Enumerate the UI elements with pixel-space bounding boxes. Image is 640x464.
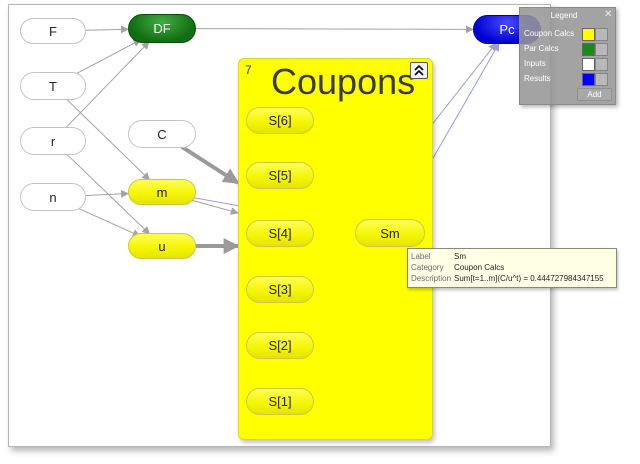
close-icon[interactable]: ✕ [604,9,613,20]
tooltip-value: Sum[t=1..m](C/u^t) = 0.444727984347155 [454,274,604,283]
legend-item-par-calcs: Par Calcs [520,43,615,57]
legend-item-label: Results [524,74,551,83]
tooltip-value: Sm [454,252,466,261]
legend-item-coupon-calcs: Coupon Calcs [520,28,615,42]
legend-item-label: Coupon Calcs [524,29,575,38]
node-Sm[interactable]: Sm [355,219,425,247]
edge-F-to-DF [85,25,129,34]
edge-T-to-m [65,98,151,181]
legend-swatch[interactable] [582,28,595,41]
node-label: S[2] [268,338,292,353]
edge-r-to-u [65,153,151,235]
node-S3[interactable]: S[3] [246,276,314,303]
node-C[interactable]: C [128,120,196,148]
edge-n-to-m [85,189,130,198]
node-label: m [156,184,168,200]
node-S6[interactable]: S[6] [246,107,314,134]
legend-item-options-button[interactable] [595,43,608,56]
edge-m-to-Coupons [189,199,239,215]
node-label: u [158,238,166,254]
edge-T-to-DF [73,39,142,76]
node-label: S[4] [268,226,292,241]
node-label: C [157,126,167,142]
legend-item-label: Inputs [524,59,546,68]
legend-add-button[interactable]: Add [577,88,612,101]
node-label: Sm [380,225,400,241]
node-label: DF [153,21,171,36]
node-r[interactable]: r [20,127,86,155]
group-title: Coupons [271,61,416,102]
edge-r-to-DF [65,41,150,129]
edge-C-to-Coupons [179,144,240,185]
tooltip-value: Coupon Calcs [454,263,505,272]
tooltip-key: Category [411,263,444,272]
node-DF[interactable]: DF [128,14,196,43]
legend-item-options-button[interactable] [595,28,608,41]
node-S4[interactable]: S[4] [246,220,314,247]
node-label: Pc [499,22,515,37]
edge-Coupons-to-Pc [430,42,497,127]
node-T[interactable]: T [20,72,86,100]
tooltip-key: Label [411,252,431,261]
node-n[interactable]: n [20,183,86,211]
edge-DF-to-Pc [195,25,474,34]
node-u[interactable]: u [128,233,196,259]
node-label: r [50,133,56,149]
node-S1[interactable]: S[1] [246,388,314,415]
node-S5[interactable]: S[5] [246,162,314,189]
tooltip-row-category: Category Coupon Calcs [411,263,504,274]
node-label: S[6] [268,113,292,128]
group-node-count: 7 [245,63,252,77]
legend-swatch[interactable] [582,43,595,56]
legend-title: Legend [550,11,578,20]
node-label: S[3] [268,282,292,297]
legend-item-options-button[interactable] [595,73,608,86]
legend-item-label: Par Calcs [524,44,559,53]
node-S2[interactable]: S[2] [246,332,314,359]
node-tooltip: Label Sm Category Coupon Calcs Description… [407,248,617,288]
node-label: S[1] [268,394,292,409]
legend-swatch[interactable] [582,73,595,86]
legend-item-results: Results [520,73,615,87]
legend-item-inputs: Inputs [520,58,615,72]
tooltip-row-label: Label Sm [411,252,466,263]
node-label: n [49,189,57,205]
legend-panel[interactable]: Legend ✕ Coupon Calcs Par Calcs Inputs R… [519,7,616,105]
edge-n-to-u [75,206,141,237]
tooltip-key: Description [411,274,452,283]
chevron-double-up-icon[interactable] [410,62,428,79]
legend-item-options-button[interactable] [595,58,608,71]
node-F[interactable]: F [20,18,86,44]
node-label: T [49,78,57,94]
legend-swatch[interactable] [582,58,595,71]
node-label: F [49,23,57,39]
node-label: S[5] [268,168,292,183]
node-m[interactable]: m [128,179,196,205]
